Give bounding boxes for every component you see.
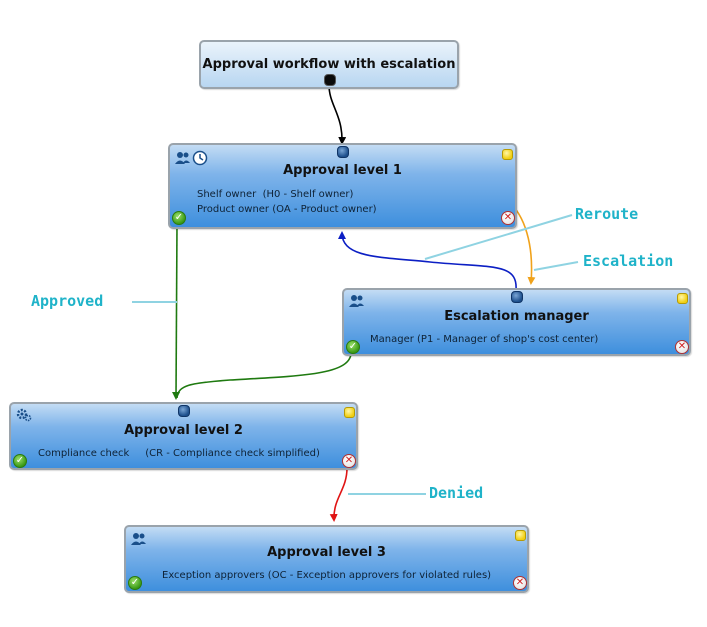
approval-level-3-title: Approval level 3 <box>267 545 386 560</box>
clock-icon <box>192 150 208 166</box>
approval-level-2-line-1: Compliance check (CR - Compliance check … <box>38 448 320 459</box>
escalation-label-pointer <box>533 261 579 271</box>
green-check-icon[interactable]: ✓ <box>128 576 142 590</box>
yellow-status-icon <box>515 530 526 541</box>
escalation-manager-title: Escalation manager <box>444 309 589 324</box>
start-node-title: Approval workflow with escalation <box>202 57 456 72</box>
escalation-manager-node[interactable]: Escalation manager Manager (P1 - Manager… <box>342 288 691 356</box>
approval-level-1-input-port-icon[interactable] <box>337 146 349 158</box>
gear-icon <box>16 408 32 422</box>
approved-label: Approved <box>31 292 104 310</box>
red-x-icon[interactable]: ✕ <box>675 340 689 354</box>
users-icon <box>175 152 190 164</box>
yellow-status-icon <box>677 293 688 304</box>
approval-level-1-line-2: Product owner (OA - Product owner) <box>197 204 377 215</box>
approval-level-1-title: Approval level 1 <box>283 163 402 178</box>
approval-level-1-node[interactable]: Approval level 1 Shelf owner (H0 - Shelf… <box>168 143 517 229</box>
yellow-status-icon <box>502 149 513 160</box>
green-check-icon[interactable]: ✓ <box>346 340 360 354</box>
start-node[interactable]: Approval workflow with escalation <box>199 40 459 89</box>
approval-level-2-title: Approval level 2 <box>124 423 243 438</box>
denied-label: Denied <box>429 484 484 502</box>
edge-reroute-manager-to-level1[interactable] <box>338 231 517 291</box>
red-x-icon[interactable]: ✕ <box>342 454 356 468</box>
red-x-icon[interactable]: ✕ <box>501 211 515 225</box>
approval-level-2-node[interactable]: Approval level 2 Compliance check (CR - … <box>9 402 358 470</box>
reroute-label-pointer <box>424 214 573 260</box>
red-x-icon[interactable]: ✕ <box>513 576 527 590</box>
edge-denied-level2-to-level3[interactable] <box>329 467 348 522</box>
escalation-manager-input-port-icon[interactable] <box>511 291 523 303</box>
start-port-icon[interactable] <box>324 74 336 86</box>
green-check-icon[interactable]: ✓ <box>172 211 186 225</box>
approval-level-2-input-port-icon[interactable] <box>178 405 190 417</box>
users-icon <box>131 533 146 545</box>
green-check-icon[interactable]: ✓ <box>13 454 27 468</box>
escalation-manager-line-1: Manager (P1 - Manager of shop's cost cen… <box>370 334 599 345</box>
approval-level-3-line-1: Exception approvers (OC - Exception appr… <box>162 570 492 581</box>
edge-approved-escalation-to-level2[interactable] <box>176 351 352 399</box>
yellow-status-icon <box>344 407 355 418</box>
users-icon <box>349 295 364 307</box>
reroute-label: Reroute <box>575 205 639 223</box>
edge-start-to-level1[interactable] <box>328 84 347 145</box>
approval-level-3-node[interactable]: Approval level 3 Exception approvers (OC… <box>124 525 529 593</box>
edge-approved-level1-to-level2[interactable] <box>172 223 181 400</box>
approval-level-1-line-1: Shelf owner (H0 - Shelf owner) <box>197 189 354 200</box>
escalation-label: Escalation <box>583 252 674 270</box>
